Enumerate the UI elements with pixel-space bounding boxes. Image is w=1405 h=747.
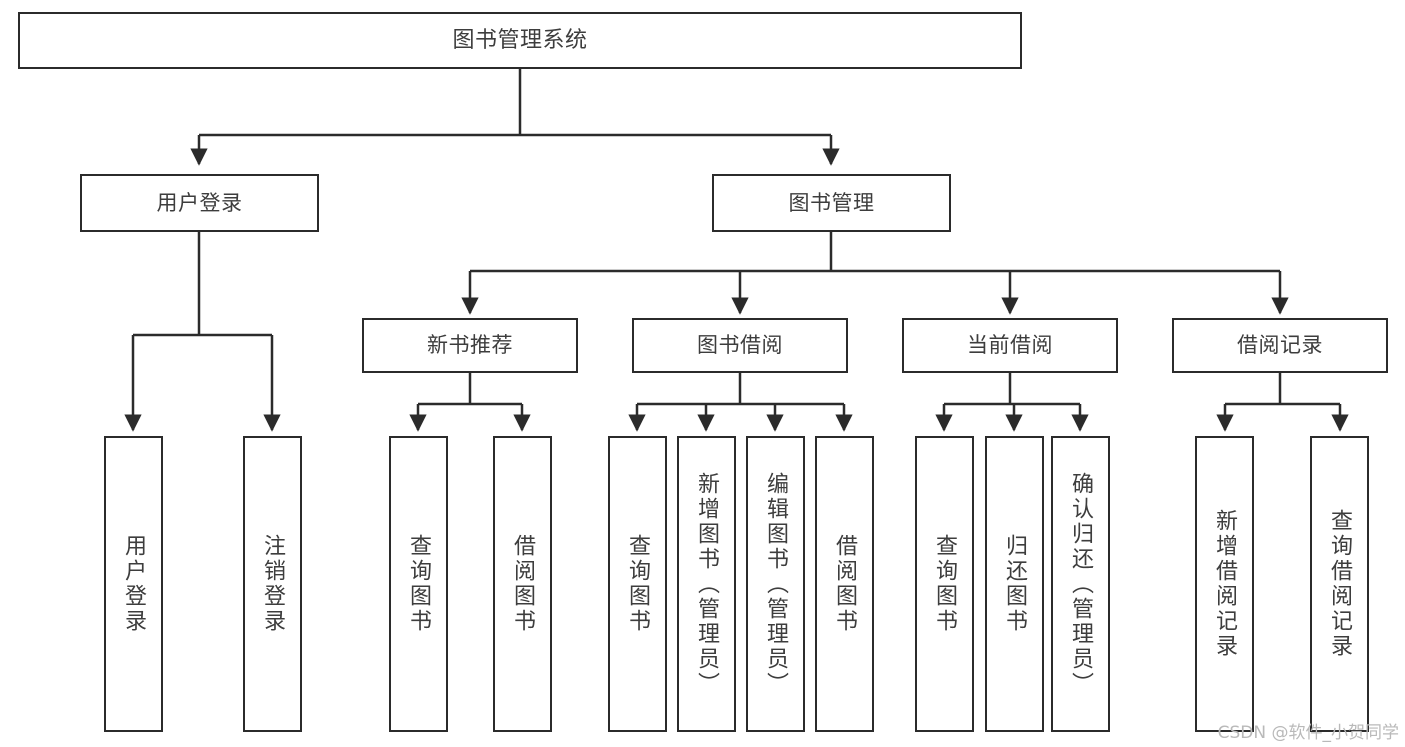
node-borrow-record-label: 借阅记录 [1237,333,1323,358]
node-leaf-query-book-2-label: 查询图书 [625,534,651,634]
node-borrow-record[interactable]: 借阅记录 [1172,318,1388,373]
node-leaf-add-book-admin-label: 新增图书（管理员） [694,471,720,697]
node-leaf-query-record[interactable]: 查询借阅记录 [1310,436,1369,732]
node-leaf-add-record-label: 新增借阅记录 [1212,509,1238,659]
node-leaf-confirm-return-admin[interactable]: 确认归还（管理员） [1051,436,1110,732]
node-root-label: 图书管理系统 [452,27,588,53]
node-leaf-logout[interactable]: 注销登录 [243,436,302,732]
node-leaf-query-book-3[interactable]: 查询图书 [915,436,974,732]
node-user-login[interactable]: 用户登录 [80,174,319,232]
node-leaf-edit-book-admin[interactable]: 编辑图书（管理员） [746,436,805,732]
node-leaf-return-book-label: 归还图书 [1002,534,1028,634]
node-leaf-borrow-book-1[interactable]: 借阅图书 [493,436,552,732]
node-leaf-borrow-book-1-label: 借阅图书 [510,534,536,634]
node-current-borrow-label: 当前借阅 [967,333,1053,358]
node-leaf-borrow-book-2[interactable]: 借阅图书 [815,436,874,732]
node-leaf-return-book[interactable]: 归还图书 [985,436,1044,732]
node-new-book-recommend-label: 新书推荐 [427,333,513,358]
node-book-manage[interactable]: 图书管理 [712,174,951,232]
node-leaf-confirm-return-admin-label: 确认归还（管理员） [1068,471,1094,697]
node-leaf-query-book-1-label: 查询图书 [406,534,432,634]
node-leaf-user-login[interactable]: 用户登录 [104,436,163,732]
csdn-watermark: CSDN @软件_小贺同学 [1217,723,1399,743]
node-leaf-add-record[interactable]: 新增借阅记录 [1195,436,1254,732]
node-user-login-label: 用户登录 [156,190,243,215]
node-leaf-query-book-1[interactable]: 查询图书 [389,436,448,732]
node-book-borrow-label: 图书借阅 [697,333,783,358]
node-leaf-logout-label: 注销登录 [260,534,286,634]
node-leaf-borrow-book-2-label: 借阅图书 [832,534,858,634]
node-current-borrow[interactable]: 当前借阅 [902,318,1118,373]
node-root[interactable]: 图书管理系统 [18,12,1022,69]
node-new-book-recommend[interactable]: 新书推荐 [362,318,578,373]
node-leaf-query-record-label: 查询借阅记录 [1327,509,1353,659]
node-book-borrow[interactable]: 图书借阅 [632,318,848,373]
node-book-manage-label: 图书管理 [788,190,875,215]
node-leaf-query-book-3-label: 查询图书 [932,534,958,634]
node-leaf-edit-book-admin-label: 编辑图书（管理员） [763,471,789,697]
node-leaf-add-book-admin[interactable]: 新增图书（管理员） [677,436,736,732]
node-leaf-query-book-2[interactable]: 查询图书 [608,436,667,732]
node-leaf-user-login-label: 用户登录 [121,534,147,634]
